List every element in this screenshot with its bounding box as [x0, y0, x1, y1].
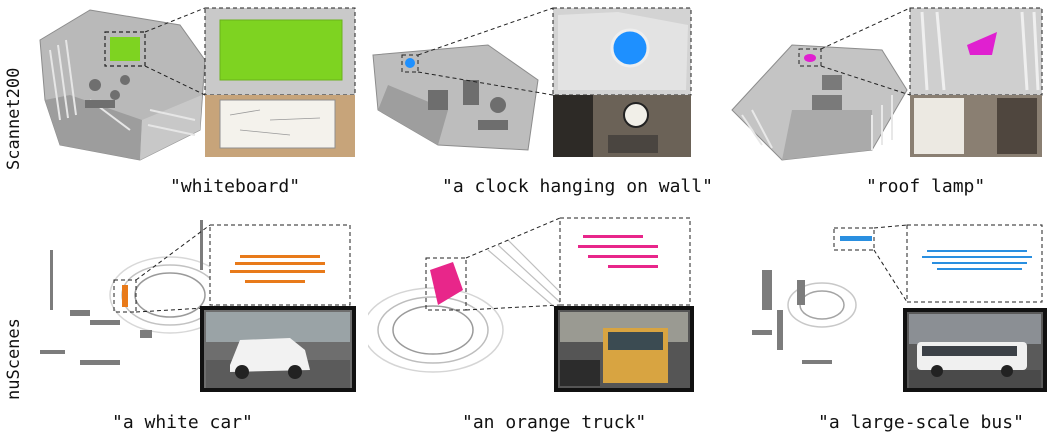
bus-highlight [840, 236, 872, 241]
caption-car: "a white car" [112, 412, 253, 433]
scene-whiteboard [30, 0, 360, 170]
scene-clock [368, 0, 698, 170]
panel-lamp [722, 0, 1047, 170]
scene-truck [368, 210, 698, 395]
panel-bus [722, 210, 1047, 395]
truck-highlight [430, 262, 463, 305]
row-label-nuscenes: nuScenes [4, 318, 24, 400]
caption-clock: "a clock hanging on wall" [442, 176, 713, 197]
panel-clock [368, 0, 698, 170]
clock-highlight [405, 58, 415, 68]
caption-whiteboard: "whiteboard" [170, 176, 300, 197]
panel-car [30, 210, 360, 395]
scene-lamp [722, 0, 1047, 170]
caption-lamp: "roof lamp" [866, 176, 985, 197]
scene-car [30, 210, 360, 395]
panel-whiteboard [30, 0, 360, 170]
caption-bus: "a large-scale bus" [818, 412, 1024, 433]
panel-truck [368, 210, 698, 395]
caption-truck: "an orange truck" [462, 412, 646, 433]
car-highlight [122, 285, 128, 307]
row-label-scannet200: Scannet200 [4, 68, 24, 170]
scene-bus [722, 210, 1047, 395]
lamp-highlight [804, 54, 816, 62]
whiteboard-highlight [110, 37, 140, 61]
